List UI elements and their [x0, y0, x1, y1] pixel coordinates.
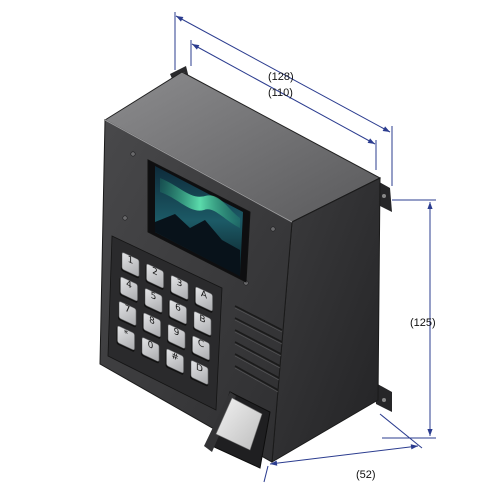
keypad-key-label: 6: [175, 301, 181, 314]
keypad-key-label: D: [196, 362, 203, 376]
keypad-key-label: C: [198, 337, 205, 351]
keypad-key[interactable]: 7: [118, 301, 137, 328]
keypad: 1 2 3A 4 5 6B 7 8 9C * 0 # D: [116, 252, 213, 387]
dimension-arrowhead: [192, 44, 200, 50]
keypad-key[interactable]: 2: [145, 263, 164, 291]
dim-label-height: (125): [410, 317, 436, 329]
keypad-key-label: #: [171, 350, 179, 364]
keypad-key[interactable]: #: [165, 348, 184, 376]
keypad-key[interactable]: 9: [167, 324, 186, 351]
keypad-key-label: 0: [148, 339, 154, 352]
keypad-key-label: 5: [151, 290, 157, 303]
keypad-key-label: 9: [174, 326, 180, 339]
keypad-key[interactable]: 5: [144, 288, 163, 315]
keypad-key[interactable]: 4: [119, 276, 138, 304]
dimension-arrowhead: [270, 460, 278, 466]
keypad-key[interactable]: 8: [142, 312, 161, 340]
dimension-arrowhead: [367, 138, 375, 144]
dim-label-width-outer: (128): [268, 71, 294, 83]
dimension-arrowhead: [176, 16, 184, 22]
keypad-key-label: 3: [177, 277, 183, 290]
keypad-key-label: *: [124, 328, 129, 341]
keypad-key-label: B: [199, 313, 205, 326]
dimension-arrowhead: [382, 126, 390, 132]
keypad-key[interactable]: A: [194, 286, 213, 314]
dim-label-width-inner: (110): [268, 87, 293, 99]
dimension-arrowhead: [427, 202, 433, 209]
dimension-arrowhead: [410, 444, 418, 450]
keypad-key-label: 8: [149, 314, 155, 327]
keypad-key-label: 1: [128, 254, 134, 267]
keypad-key-label: 4: [126, 278, 132, 291]
display-screen: [147, 159, 251, 283]
keypad-key[interactable]: B: [193, 311, 212, 338]
dimension-arrowhead: [427, 429, 433, 436]
keypad-key-label: 2: [152, 265, 158, 278]
keypad-key[interactable]: 3: [170, 275, 189, 302]
keypad-key-label: 7: [125, 303, 131, 316]
vent-grille: [234, 305, 283, 391]
keypad-key[interactable]: 1: [121, 252, 140, 279]
keypad-key-label: A: [201, 288, 208, 302]
keypad-key[interactable]: *: [116, 325, 135, 353]
fingerprint-reader-icon: [204, 391, 271, 469]
dimension-arrows: [176, 16, 433, 466]
keypad-key[interactable]: C: [191, 335, 210, 363]
keypad-key[interactable]: 0: [141, 337, 160, 364]
keypad-key[interactable]: D: [190, 360, 209, 387]
dim-label-depth: (52): [356, 469, 376, 481]
keypad-key[interactable]: 6: [168, 299, 187, 327]
dimension-lines: [174, 12, 436, 483]
